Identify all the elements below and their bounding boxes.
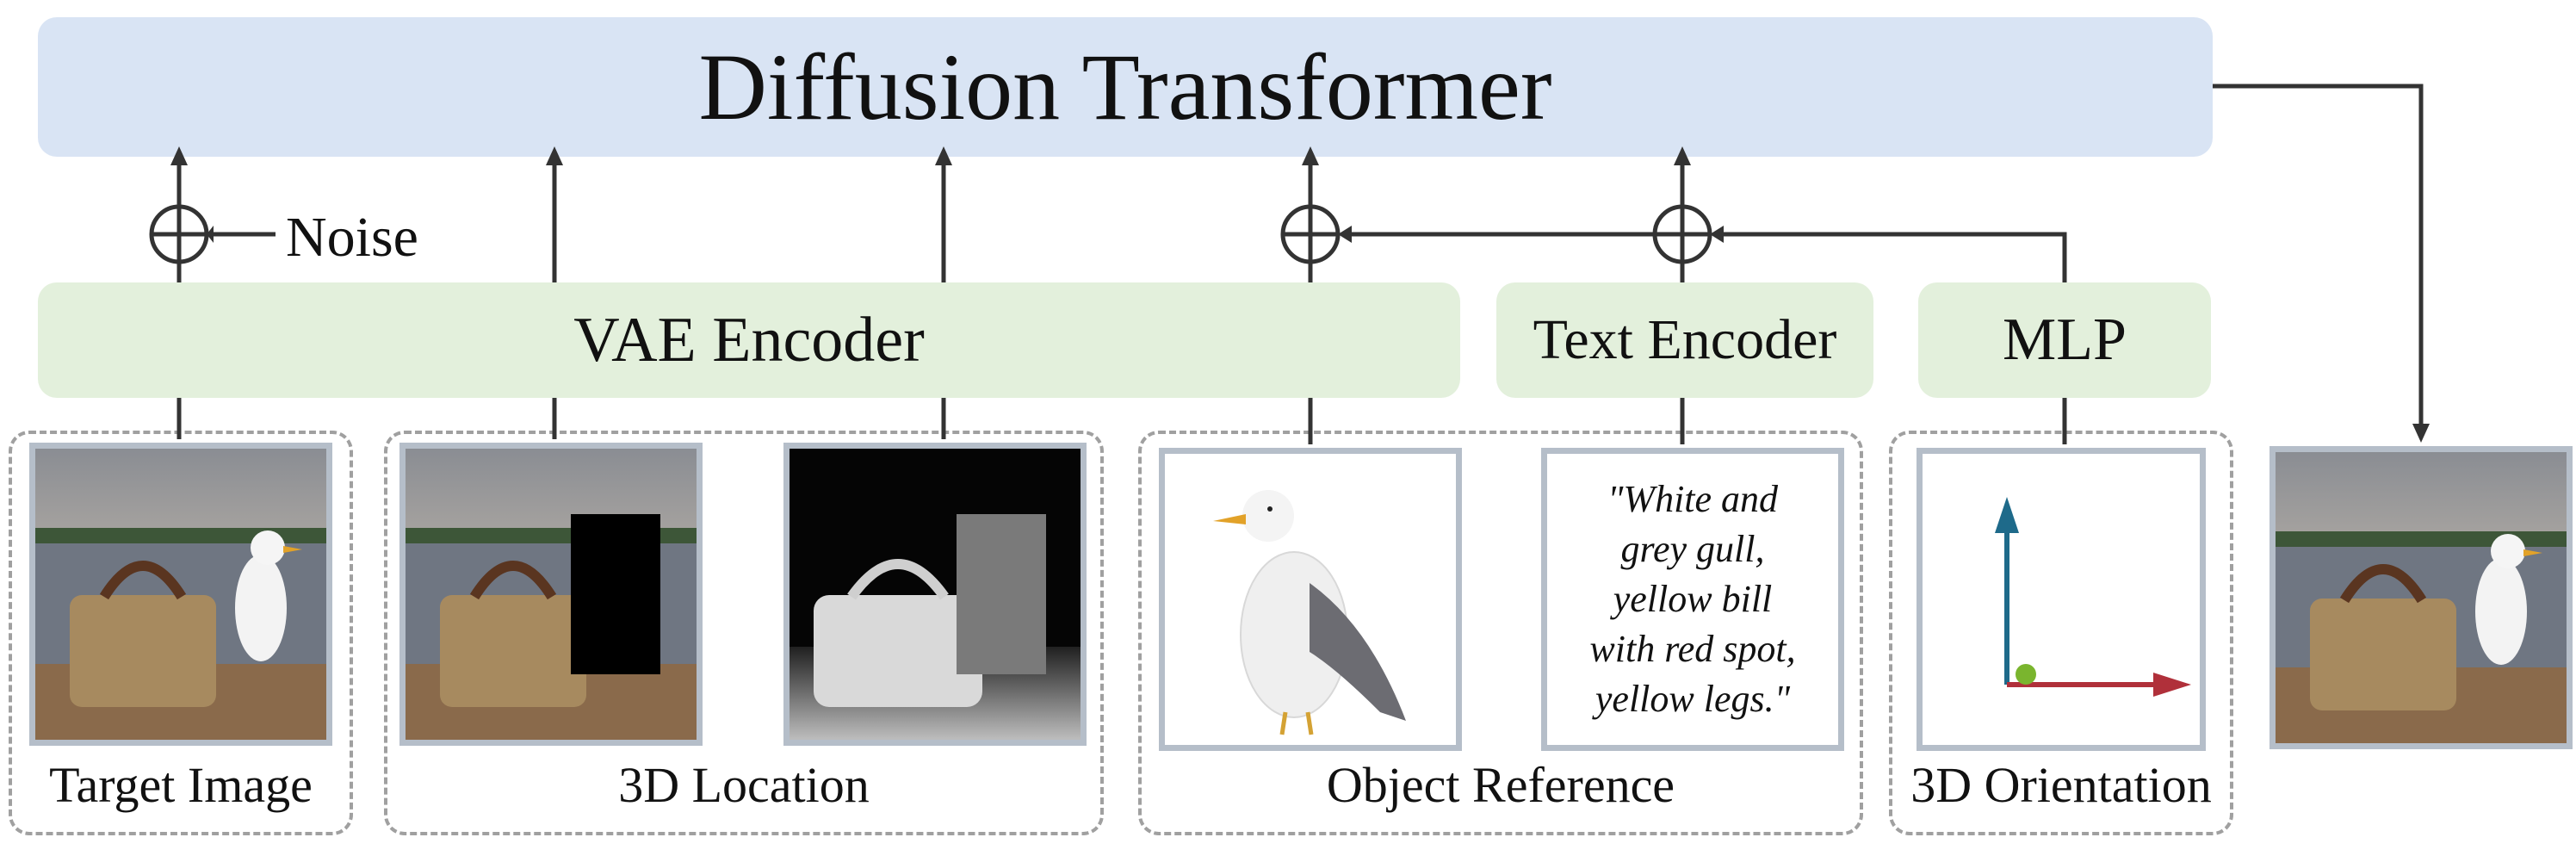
output-image bbox=[2269, 446, 2573, 749]
depth-map-scene bbox=[790, 449, 1081, 740]
diffusion-transformer-label: Diffusion Transformer bbox=[698, 34, 1552, 140]
3d-location-masked-image bbox=[399, 443, 703, 746]
output-image-scene bbox=[2276, 452, 2567, 743]
3d-location-caption: 3D Location bbox=[618, 757, 870, 813]
text-prompt-line: yellow bill bbox=[1613, 578, 1773, 620]
connector-transformer-to-output bbox=[2213, 84, 2424, 437]
text-prompt-line: yellow legs." bbox=[1595, 678, 1791, 720]
object-reference-caption: Object Reference bbox=[1326, 757, 1675, 813]
3d-orientation-group bbox=[1889, 431, 2233, 835]
gull-cutout bbox=[1165, 454, 1456, 745]
target-image-scene bbox=[35, 449, 326, 740]
mlp-block: MLP bbox=[1918, 282, 2211, 398]
orientation-axes-box bbox=[1917, 448, 2206, 751]
noise-label: Noise bbox=[286, 206, 418, 269]
text-prompt-box: "White and grey gull, yellow bill with r… bbox=[1541, 448, 1844, 751]
diffusion-transformer-block: Diffusion Transformer bbox=[38, 17, 2213, 157]
text-encoder-block: Text Encoder bbox=[1496, 282, 1873, 398]
connector-mlp-to-text-sum bbox=[1717, 232, 2067, 282]
target-image-caption: Target Image bbox=[49, 757, 313, 813]
orientation-axes bbox=[1995, 497, 2191, 697]
3d-location-depth-map bbox=[783, 443, 1087, 746]
3d-location-group bbox=[384, 431, 1104, 835]
vae-encoder-block: VAE Encoder bbox=[38, 282, 1460, 398]
text-encoder-label: Text Encoder bbox=[1533, 308, 1837, 371]
3d-orientation-caption: 3D Orientation bbox=[1910, 757, 2212, 813]
target-image bbox=[29, 443, 332, 746]
vae-encoder-label: VAE Encoder bbox=[573, 304, 925, 375]
object-reference-group bbox=[1138, 431, 1863, 835]
text-prompt-line: with red spot, bbox=[1589, 628, 1796, 670]
text-prompt-line: grey gull, bbox=[1620, 528, 1765, 570]
object-reference-image bbox=[1159, 448, 1462, 751]
masked-image-scene bbox=[406, 449, 697, 740]
mlp-label: MLP bbox=[2003, 307, 2127, 373]
text-prompt-line: "White and bbox=[1607, 478, 1779, 520]
